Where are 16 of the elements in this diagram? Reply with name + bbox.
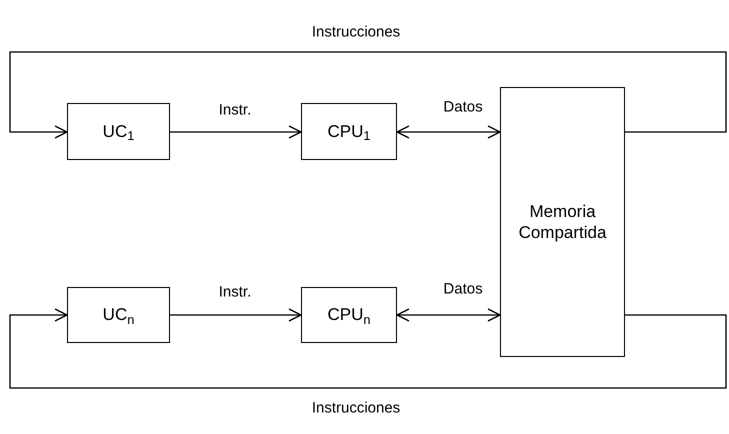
process-box — [500, 87, 625, 357]
box-label: CPU$_{n}$ — [328, 304, 370, 326]
arrow — [170, 308, 302, 322]
box-label: UC$_{1}$ — [102, 120, 134, 142]
arrow — [170, 125, 302, 139]
process-box — [301, 287, 397, 343]
arrow — [9, 308, 727, 389]
arrow — [9, 51, 727, 139]
arrow — [396, 125, 501, 139]
process-box — [301, 103, 397, 160]
arrow — [396, 308, 501, 322]
process-box — [67, 103, 170, 160]
box-label: Memoria Compartida — [518, 200, 608, 244]
box-label: CPU$_{1}$ — [328, 120, 370, 142]
box-label: UC$_{n}$ — [102, 304, 134, 326]
process-box — [67, 287, 170, 343]
